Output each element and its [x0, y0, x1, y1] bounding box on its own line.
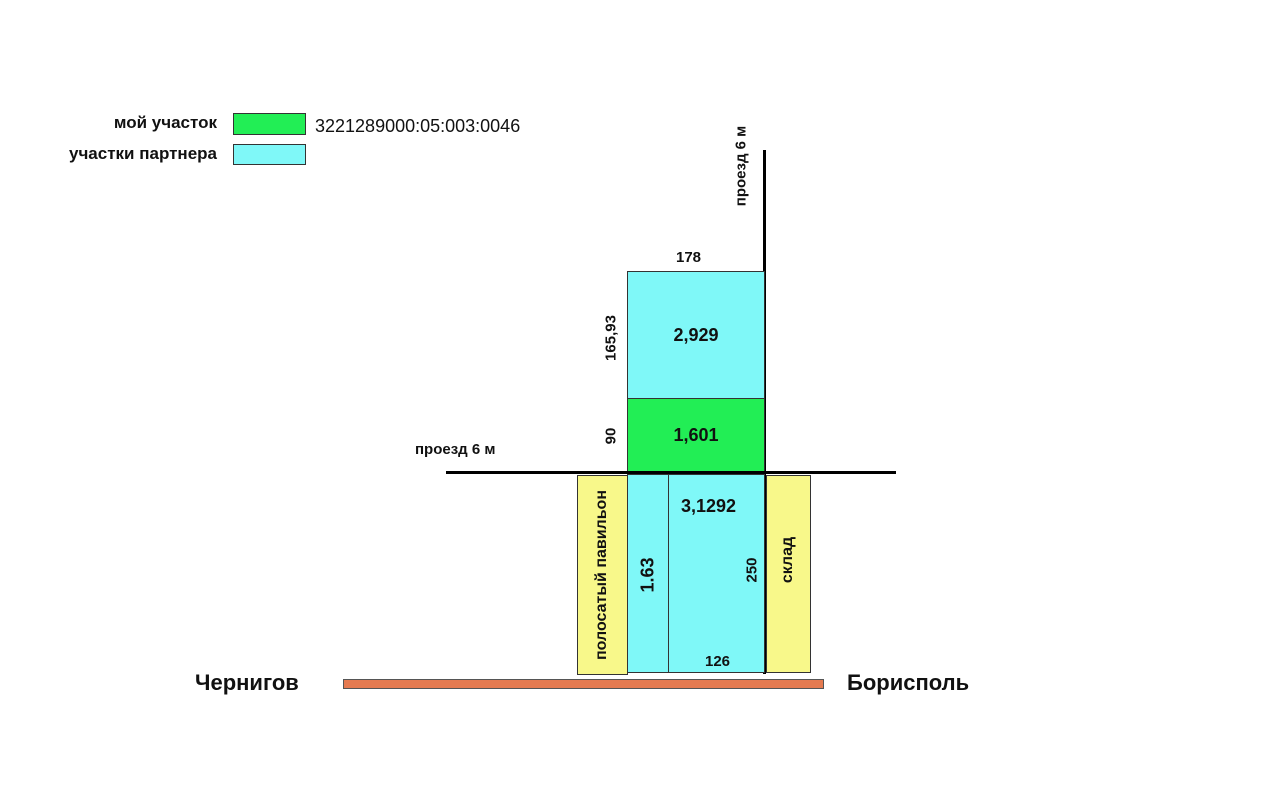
top-plot-area: 2,929 — [673, 324, 719, 345]
highway-right-city: Борисполь — [847, 670, 970, 695]
legend-cadastral-number: 3221289000:05:003:0046 — [315, 116, 521, 136]
neighbor-left-label: полосатый павильон — [593, 490, 610, 660]
my-plot-area: 1,601 — [673, 425, 719, 445]
my-plot-height: 90 — [602, 427, 620, 445]
neighbor-right-warehouse — [766, 475, 811, 673]
top-plot-width: 178 — [676, 249, 702, 266]
lower-right-plot-width: 126 — [705, 653, 731, 670]
legend-partner-swatch — [233, 144, 306, 165]
partner-plot-lower-right — [668, 474, 765, 673]
vertical-road-label: проезд 6 м — [732, 125, 750, 207]
highway-left-city: Чернигов — [195, 670, 299, 695]
neighbor-right-label: склад — [779, 536, 796, 584]
my-plot: 1,601 — [627, 398, 765, 473]
lower-left-plot-area: 1.63 — [637, 557, 658, 593]
legend-mine-swatch — [233, 113, 306, 135]
legend-mine-label: мой участок — [113, 113, 217, 132]
legend-partner-label: участки партнера — [68, 144, 217, 163]
horizontal-road-label: проезд 6 м — [415, 441, 496, 458]
top-plot-height: 165,93 — [602, 315, 620, 361]
partner-plot-top: 2,929 — [627, 271, 765, 399]
horizontal-road-line — [446, 471, 896, 474]
lower-right-plot-height: 250 — [743, 557, 761, 583]
highway-line — [343, 679, 824, 689]
lower-right-plot-area: 3,1292 — [681, 496, 737, 516]
